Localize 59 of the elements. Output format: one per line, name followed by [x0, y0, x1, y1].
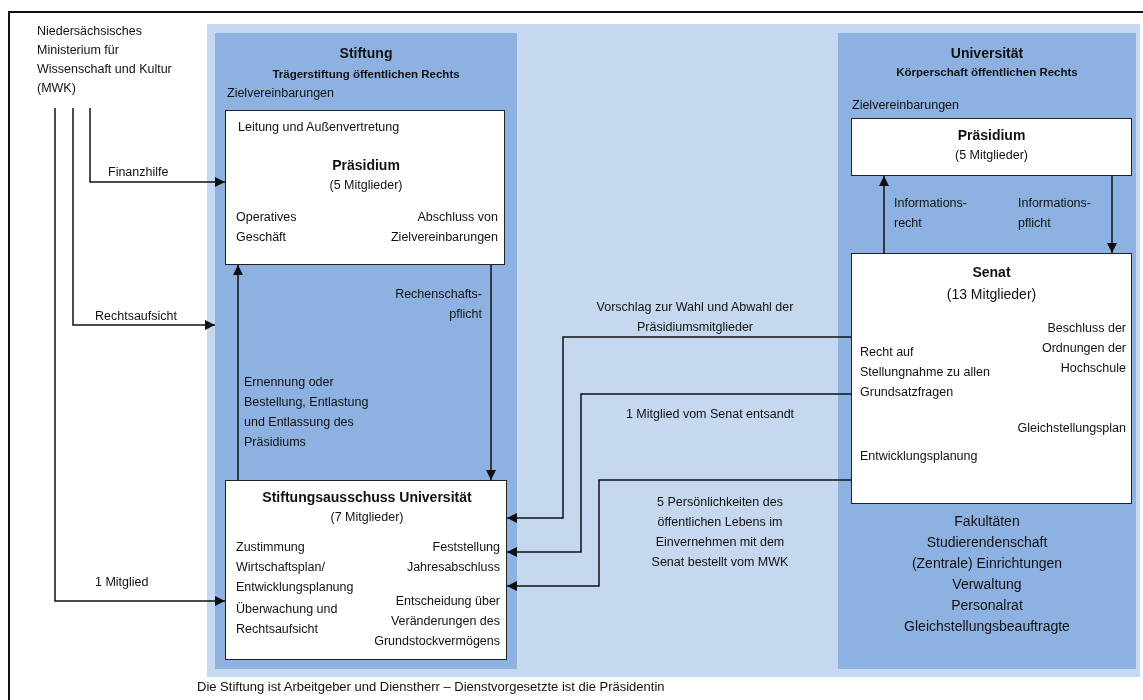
board-box [225, 110, 505, 265]
arrow [72, 107, 216, 330]
box-title: Präsidium [331, 156, 401, 175]
edge-label: Finanzhilfe [108, 164, 170, 181]
panel-subtitle: Körperschaft öffentlichen Rechts [895, 65, 1079, 80]
list-item: Fakultäten [953, 512, 1021, 531]
caption: Die Stiftung ist Arbeitgeber und Dienstherr – Dienstvorgesetzte ist die Präsidentin [197, 679, 665, 694]
edge-label: 1 Mitglied vom Senat entsandt [624, 406, 796, 423]
task-text: Recht auf Stellungnahme zu allen Grundsatzfragen [860, 344, 990, 401]
edge-label: Ernennung oder Bestellung, Entlastung und Entlassung des Präsidiums [244, 374, 370, 451]
list-item: Studierendenschaft [925, 533, 1049, 552]
arrow [506, 336, 852, 523]
panel-title: Universität [949, 44, 1025, 63]
foundation-panel [215, 33, 517, 669]
ministry-name: Niedersächsisches Ministerium für Wissenschaft und Kultur (MWK) [37, 22, 177, 108]
arrow [486, 264, 496, 481]
member-count: (5 Mitglieder) [954, 147, 1029, 164]
task-text: Abschluss von Zielvereinbarungen [390, 209, 498, 246]
task-text: Entwicklungsplanung [860, 448, 979, 465]
list-item: (Zentrale) Einrichtungen [910, 554, 1064, 573]
panel-subtitle: Trägerstiftung öffentlichen Rechts [271, 67, 461, 82]
task-text: Feststellung Jahresabschluss [405, 539, 500, 576]
task-text: Zustimmung Wirtschaftsplan/ Entwicklungsplanung [236, 539, 355, 596]
list-item: Personalrat [950, 596, 1024, 615]
arrow [233, 264, 243, 481]
box-title: Präsidium [956, 126, 1027, 145]
edge-label: Informations- pflicht [1018, 195, 1092, 232]
section-label: Zielvereinbarungen [852, 97, 960, 114]
member-count: (5 Mitglieder) [328, 177, 404, 194]
task-text: Gleichstellungsplan [1016, 420, 1126, 437]
edge-label: Informations- recht [894, 195, 968, 232]
arrow [1107, 175, 1117, 254]
section-label: Zielvereinbarungen [227, 85, 335, 102]
task-text: Entscheidung über Veränderungen des Grundstockvermögens [373, 593, 500, 650]
task-text: Überwachung und Rechtsaufsicht [236, 601, 339, 638]
arrow [89, 107, 226, 187]
task-text: Operatives Geschäft [236, 209, 298, 246]
edge-label: Rechenschafts- pflicht [394, 286, 482, 323]
box-title: Stiftungsausschuss Universität [261, 488, 473, 507]
university-panel [838, 33, 1136, 669]
edge-label: Rechtsaufsicht [95, 308, 178, 325]
senate-box [851, 253, 1132, 504]
edge-label: Vorschlag zur Wahl und Abwahl der Präsidiumsmitglieder [595, 299, 795, 336]
list-item: Gleichstellungsbeauftragte [903, 617, 1071, 636]
list-item: Verwaltung [951, 575, 1023, 594]
board-box [851, 118, 1132, 176]
arrow [506, 393, 852, 557]
member-count: (13 Mitglieder) [945, 285, 1038, 304]
arrow [54, 107, 226, 606]
panel-title: Stiftung [338, 44, 394, 63]
member-count: (7 Mitglieder) [329, 509, 405, 526]
box-title: Senat [971, 263, 1012, 282]
edge-label: 1 Mitglied [95, 574, 150, 591]
edge-label: 5 Persönlichkeiten des öffentlichen Lebens im Einvernehmen mit dem Senat bestellt vom MWK [650, 494, 790, 571]
task-text: Beschluss der Ordnungen der Hochschule [1040, 320, 1126, 377]
committee-box [225, 480, 507, 660]
arrow [879, 175, 889, 254]
task-text: Leitung und Außenvertretung [238, 119, 401, 136]
arrow [506, 479, 852, 591]
